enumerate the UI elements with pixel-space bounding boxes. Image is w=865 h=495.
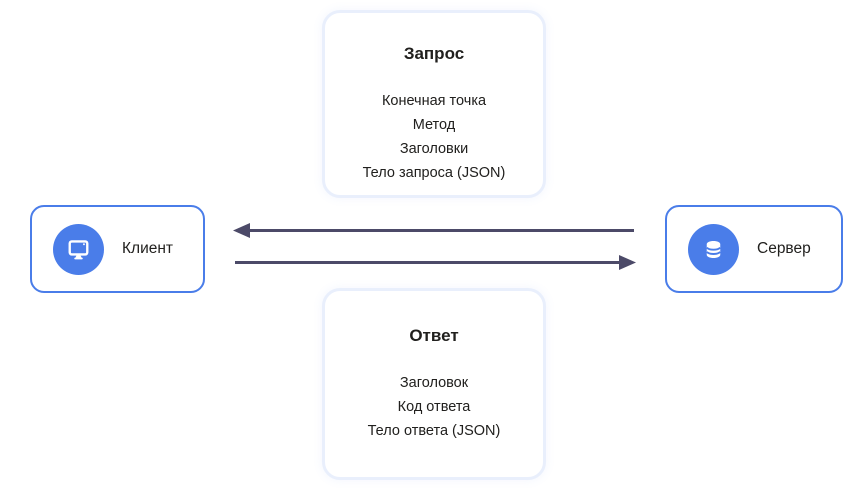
request-card: Запрос Конечная точка Метод Заголовки Те…	[322, 10, 546, 198]
left-arrow	[233, 223, 634, 238]
right-arrow	[235, 255, 636, 270]
response-card-title: Ответ	[409, 326, 459, 345]
response-item-header: Заголовок	[399, 375, 469, 391]
client-node: Клиент	[30, 205, 205, 293]
request-item-headers: Заголовки	[399, 141, 469, 157]
request-card-title: Запрос	[403, 44, 465, 63]
response-card-items: Заголовок Код ответа Тело ответа (JSON)	[325, 371, 543, 443]
request-item-body: Тело запроса (JSON)	[362, 165, 506, 181]
request-item-endpoint: Конечная точка	[381, 93, 487, 109]
response-item-body: Тело ответа (JSON)	[367, 423, 501, 439]
response-item-code: Код ответа	[397, 399, 471, 415]
monitor-icon	[53, 223, 104, 275]
request-item-method: Метод	[412, 117, 456, 133]
server-node: Сервер	[665, 205, 843, 293]
client-node-label: Клиент	[122, 240, 174, 257]
response-card: Ответ Заголовок Код ответа Тело ответа (…	[322, 288, 546, 480]
request-card-items: Конечная точка Метод Заголовки Тело запр…	[325, 89, 543, 185]
server-node-label: Сервер	[757, 240, 811, 257]
database-icon	[688, 223, 739, 275]
